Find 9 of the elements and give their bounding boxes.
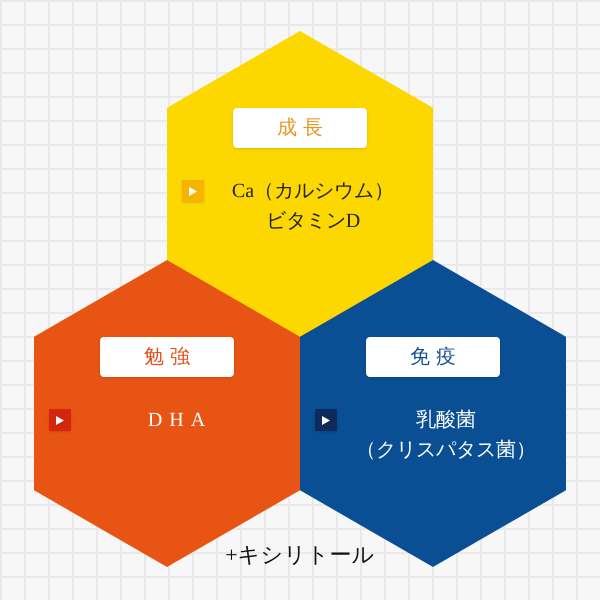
nutrient-text: DHA	[148, 408, 212, 433]
category-label: 成長	[233, 108, 367, 148]
note-text: +キシリトール	[225, 541, 375, 569]
category-label: 免疫	[366, 337, 500, 377]
category-label: 勉強	[100, 337, 234, 377]
nutrient-text: （クリスパタス菌）	[356, 438, 536, 463]
nutrient-text: Ca（カルシウム）	[232, 179, 394, 204]
nutrient-text: 乳酸菌	[416, 408, 476, 433]
nutrient-text: ビタミンD	[266, 209, 360, 234]
